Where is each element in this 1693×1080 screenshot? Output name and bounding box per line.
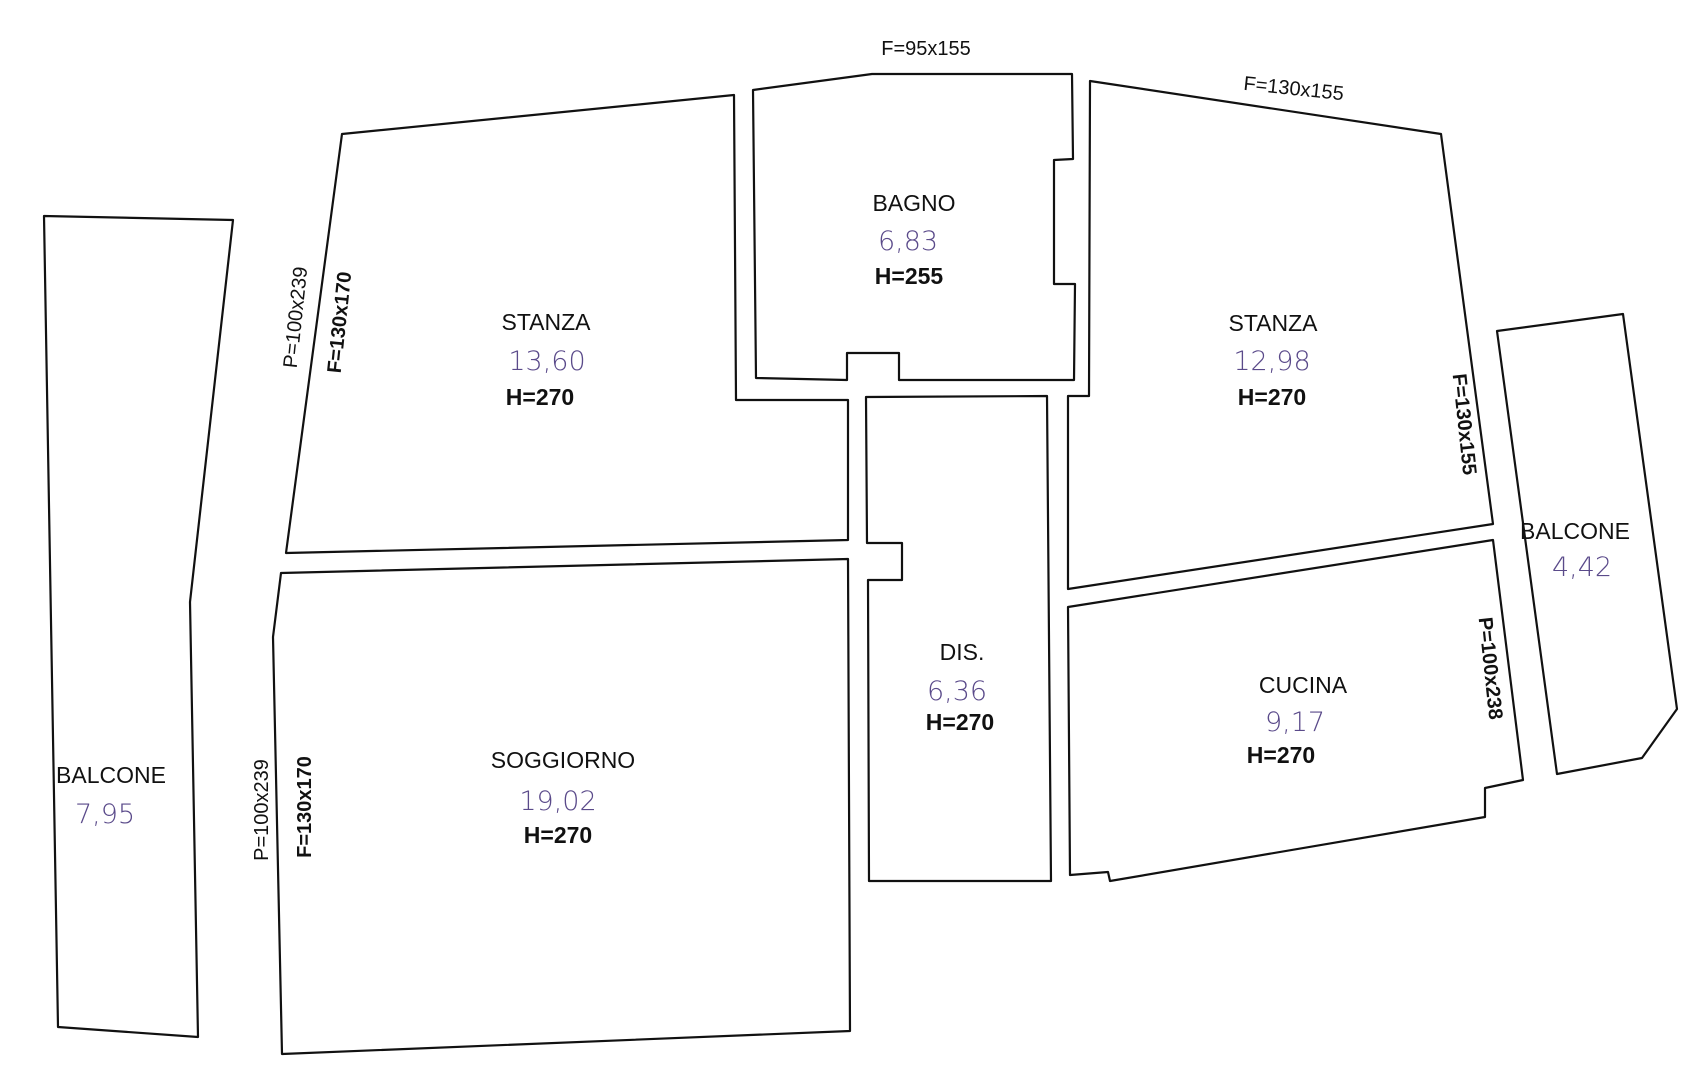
room-name: STANZA bbox=[501, 309, 591, 335]
opening-label-stanza-left-door: P=100x239 bbox=[280, 266, 313, 370]
balcone-left-outline bbox=[42, 214, 235, 1039]
room-name: BALCONE bbox=[56, 762, 166, 788]
soggiorno-outline bbox=[271, 557, 852, 1056]
room-height: H=270 bbox=[1247, 742, 1315, 768]
room-area: 13,60 bbox=[508, 346, 585, 377]
room-bagno: BAGNO 6,83 H=255 bbox=[751, 72, 1077, 382]
opening-label-stanza-right-window: F=130x155 bbox=[1242, 73, 1344, 105]
stanza-left-outline bbox=[284, 93, 850, 555]
room-height: H=270 bbox=[926, 709, 994, 735]
room-area: 19,02 bbox=[519, 786, 596, 817]
room-name: BAGNO bbox=[872, 190, 955, 216]
room-area: 6,36 bbox=[927, 676, 987, 707]
room-height: H=255 bbox=[875, 263, 944, 289]
dis-outline bbox=[864, 394, 1053, 883]
room-name: DIS. bbox=[940, 639, 985, 665]
room-name: BALCONE bbox=[1520, 518, 1630, 544]
room-dis: DIS. 6,36 H=270 bbox=[864, 394, 1053, 883]
room-area: 9,17 bbox=[1265, 707, 1325, 738]
room-area: 12,98 bbox=[1233, 346, 1310, 377]
balcone-right-outline bbox=[1495, 312, 1679, 776]
room-height: H=270 bbox=[506, 384, 574, 410]
room-height: H=270 bbox=[1238, 384, 1306, 410]
bagno-outline bbox=[751, 72, 1077, 382]
room-name: CUCINA bbox=[1259, 672, 1348, 698]
room-balcone-right: BALCONE 4,42 bbox=[1495, 312, 1679, 776]
room-stanza-right: STANZA 12,98 H=270 bbox=[1066, 79, 1495, 591]
room-area: 6,83 bbox=[878, 226, 938, 257]
room-stanza-left: STANZA 13,60 H=270 bbox=[284, 93, 850, 555]
room-soggiorno: SOGGIORNO 19,02 H=270 bbox=[271, 557, 852, 1056]
room-balcone-left: BALCONE 7,95 bbox=[42, 214, 235, 1039]
opening-label-bagno-window: F=95x155 bbox=[881, 38, 971, 60]
opening-label-soggiorno-door: P=100x239 bbox=[251, 759, 273, 861]
room-area: 7,95 bbox=[75, 799, 135, 830]
stanza-right-outline bbox=[1066, 79, 1495, 591]
opening-label-soggiorno-window: F=130x170 bbox=[294, 756, 316, 858]
room-name: STANZA bbox=[1228, 310, 1318, 336]
room-height: H=270 bbox=[524, 822, 592, 848]
room-name: SOGGIORNO bbox=[491, 747, 635, 773]
room-cucina: CUCINA 9,17 H=270 bbox=[1066, 538, 1525, 883]
room-area: 4,42 bbox=[1552, 552, 1612, 583]
cucina-outline bbox=[1066, 538, 1525, 883]
